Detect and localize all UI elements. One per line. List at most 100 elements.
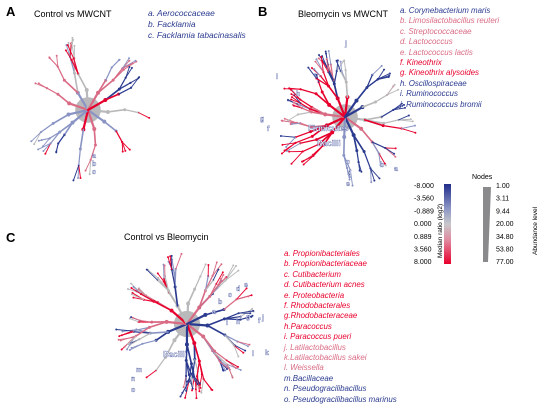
node-tick-label: 3.11 [496,196,509,203]
tree-node [403,103,406,106]
tree-node [191,387,194,390]
tree-branch [78,148,81,166]
tree-label: j [344,41,347,48]
tree-node [127,343,130,346]
tree-node [288,150,291,153]
taxa-item: l. Weissella [284,363,324,373]
tree-branch [336,60,342,72]
tree-node [79,176,82,179]
tree-branch [301,107,312,113]
tree-branch [356,149,360,163]
tree-branch [164,339,176,359]
tree-node [199,383,202,386]
tree-node [145,376,148,379]
tree-branch [121,57,130,70]
tree-node [239,368,242,371]
tree-branch [378,152,386,165]
tree-branch [147,269,159,279]
tree-branch [157,272,165,282]
tree-branch [166,322,189,333]
tree-branch [125,67,133,79]
tree-node [245,287,248,290]
tree-node [315,58,318,61]
tree-branch [198,295,211,309]
tree-branch [343,154,352,171]
tree-node [211,389,214,392]
tree-branch [366,78,379,89]
tree-node [380,64,383,67]
taxa-item: a. Corynebacterium maris [400,6,491,15]
tree-node [248,343,251,346]
tree-node [290,93,293,96]
tree-branch [286,142,301,152]
node-tick-label: 9.44 [496,208,510,215]
tree-branch [312,144,325,157]
tree-node [186,380,189,383]
tree-label: j [261,315,264,322]
tree-branch [63,79,79,94]
tree-branch [194,380,197,399]
tree-node [246,345,249,348]
tree-node [288,87,291,90]
tree-label: b [92,161,96,168]
tree-branch [73,72,79,94]
taxa-item: b. Limosilactobacillus reuteri [400,16,500,26]
tree-branch [175,253,182,270]
tree-branch [360,127,374,143]
cladogram-tree: abc [30,36,151,182]
tree-branch [383,119,400,124]
tree-branch [319,75,330,87]
nodes-title: Nodes [472,174,493,181]
tree-node [124,149,127,152]
tree-branch [188,374,194,390]
tree-node [163,264,166,267]
tree-node [235,264,238,267]
tree-branch [366,74,373,89]
tree-branch [239,316,252,321]
tree-node [222,274,225,277]
tree-node [283,117,286,120]
tree-branch [145,294,159,303]
tree-node [72,179,75,182]
taxa-item: h.Paracoccus [284,321,332,331]
tree-node [48,57,51,60]
tree-branch [37,142,52,150]
tree-node [128,317,131,320]
tree-branch [322,71,330,87]
tree-node [247,295,250,298]
tree-node [128,65,131,68]
tree-node [250,315,253,318]
tree-label: k [265,350,269,357]
tree-branch [377,73,391,80]
taxa-legend: a. Corynebacterium maris b. Limosilactob… [400,6,499,110]
taxa-item: i. Ruminococcus [400,89,458,99]
tree-branch [130,77,139,84]
tree-branch [223,298,238,311]
tree-branch [187,288,196,305]
median-tick-label: -0.889 [414,208,434,215]
tree-node [128,348,131,351]
tree-branch [124,109,140,114]
tree-node [130,287,133,290]
tree-node [335,59,338,62]
tree-branch [398,114,410,121]
taxa-legend: a. Aerococcaceae b. Facklamia c. Facklam… [148,8,246,42]
tree-node [293,104,296,107]
tree-label: h [236,319,240,326]
tree-branch [127,335,137,345]
tree-branch [314,61,324,73]
tree-branch [42,142,52,152]
tree-branch [315,92,330,106]
tree-branch [86,98,107,112]
tree-node [379,164,382,167]
taxa-item: o. Pseudogracilibacillus marinus [284,394,397,404]
tree-branch [67,108,90,116]
panel-letter: B [258,4,268,19]
tree-branch [194,358,199,373]
tree-branch [138,288,147,297]
tree-branch [65,49,73,61]
tree-branch [321,91,330,106]
tree-branch [155,331,169,342]
